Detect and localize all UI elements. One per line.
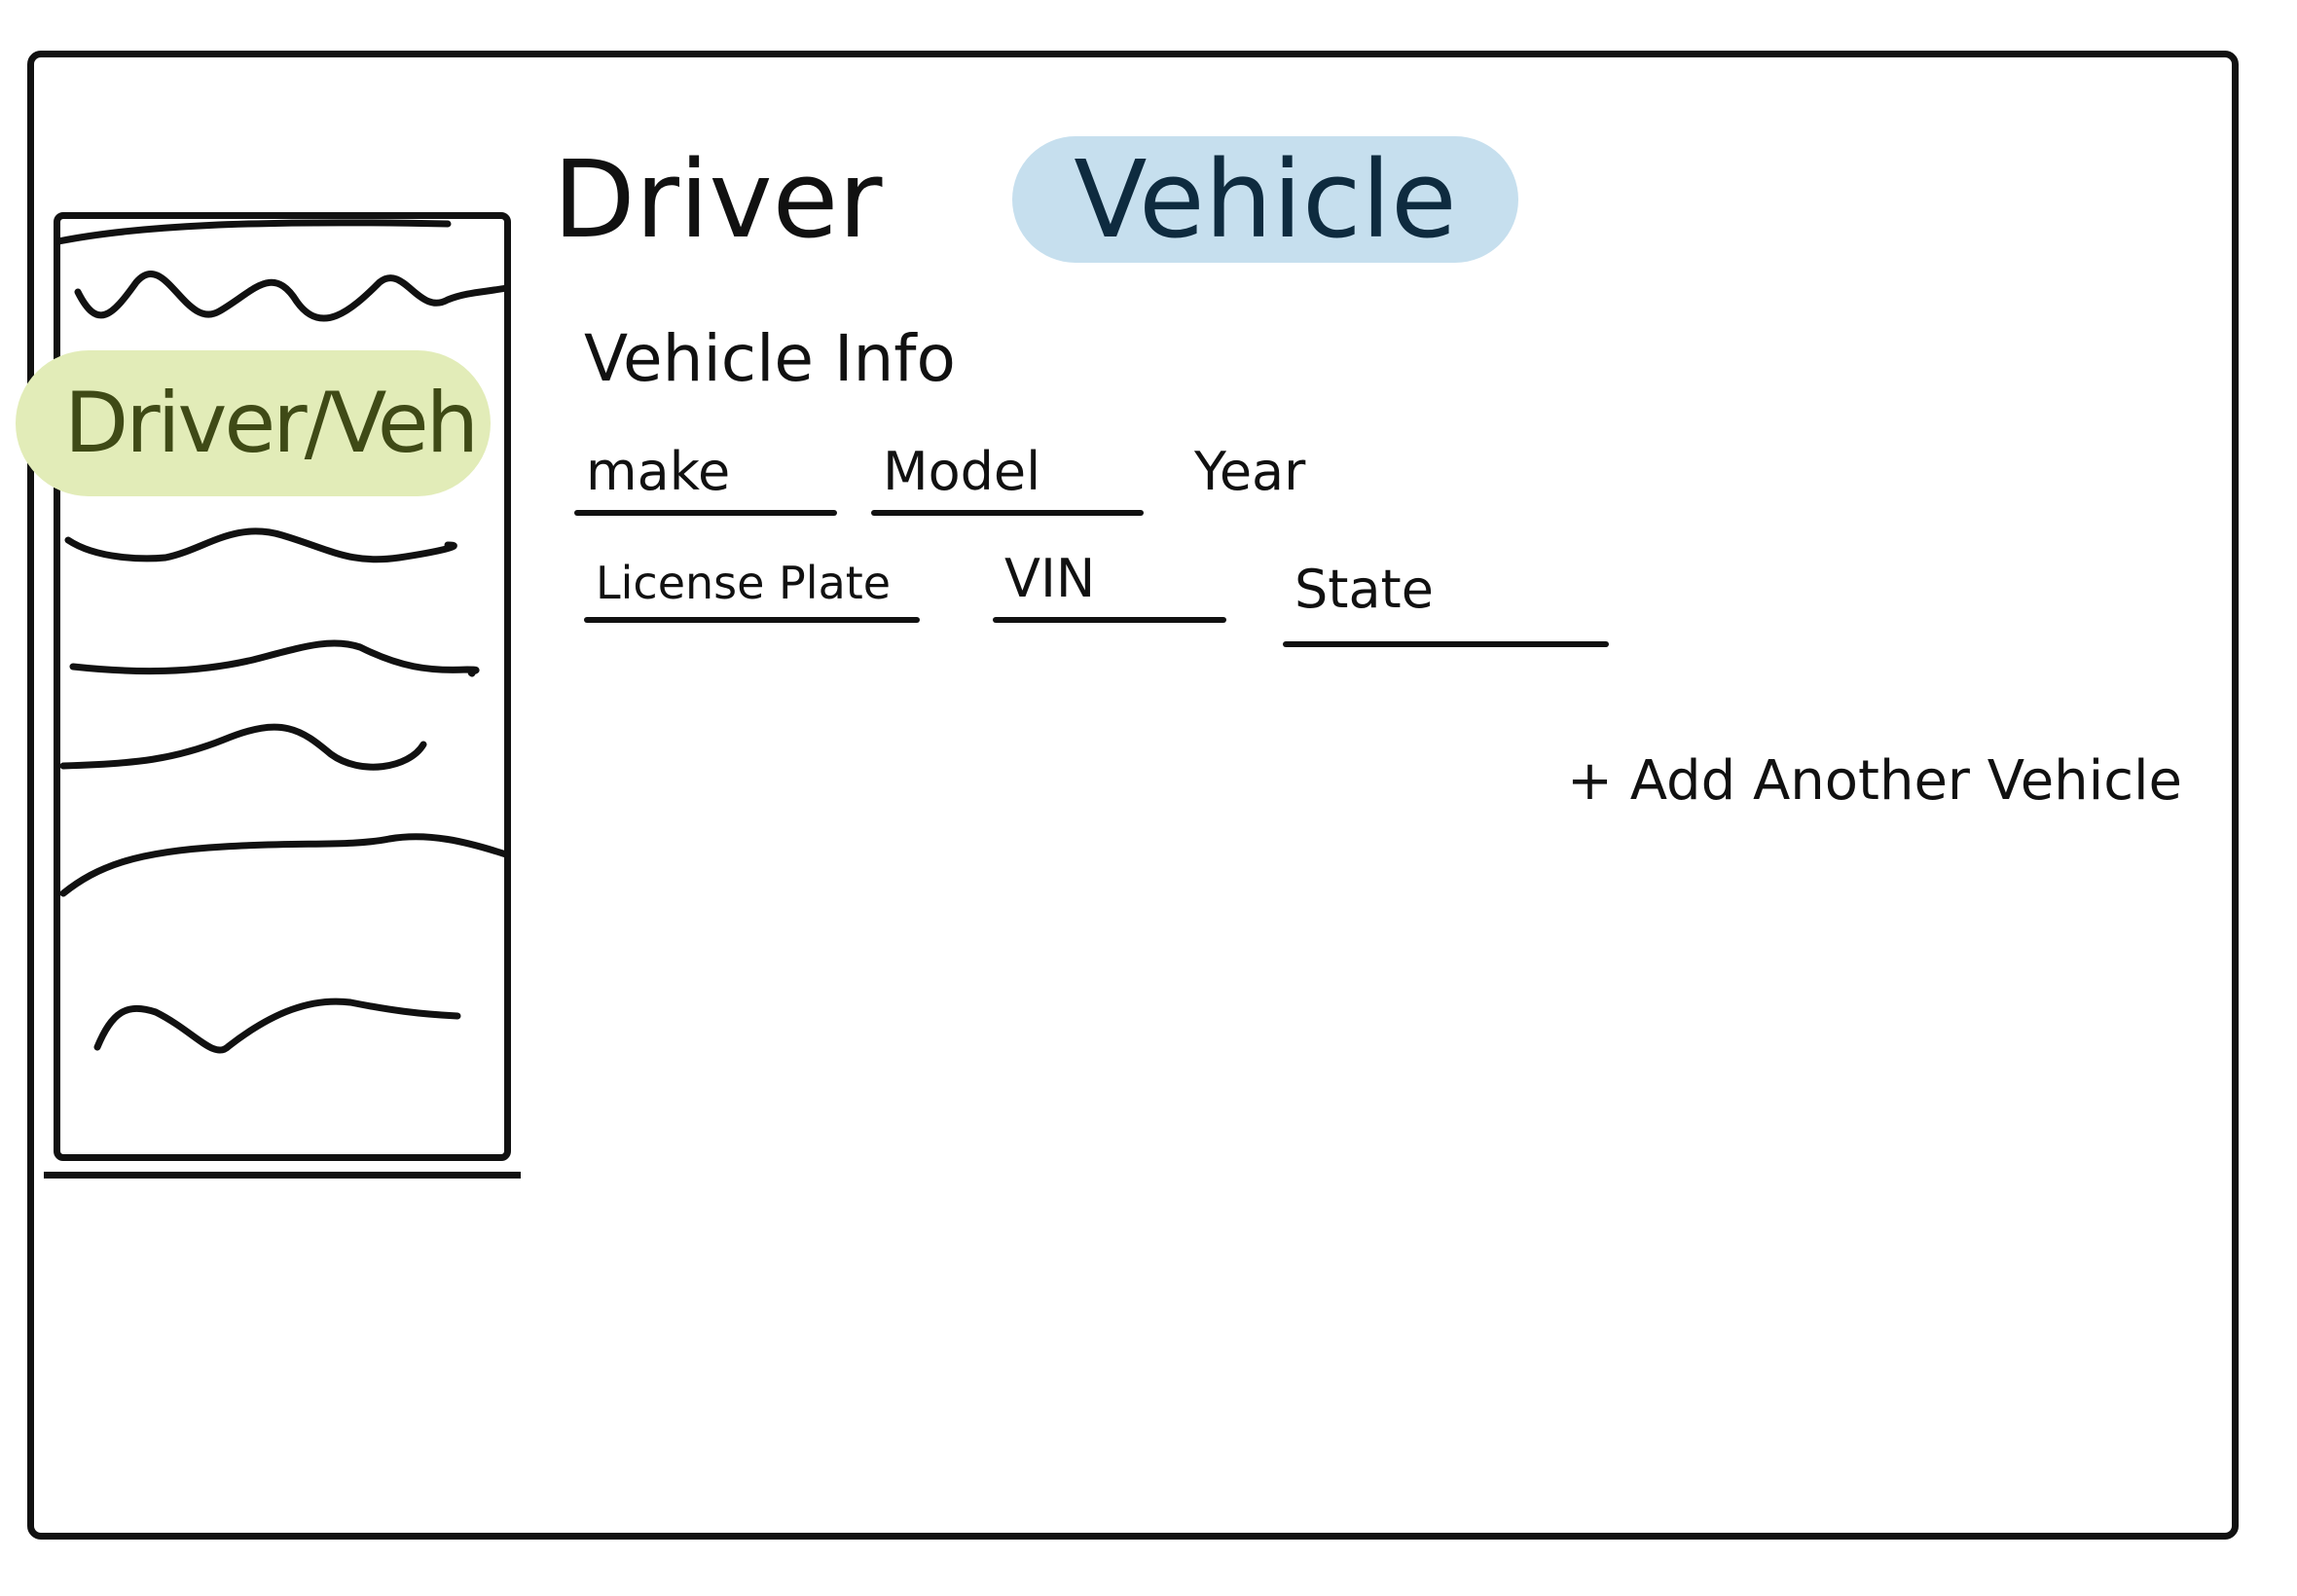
license-plate-input[interactable]	[584, 617, 920, 623]
app-window	[27, 51, 2239, 1540]
make-label: make	[586, 441, 731, 502]
model-input[interactable]	[871, 510, 1144, 516]
tab-vehicle[interactable]: Vehicle	[1012, 136, 1518, 263]
sidebar-item-placeholder-2[interactable]	[58, 521, 467, 589]
add-another-vehicle-link[interactable]: + Add Another Vehicle	[1567, 749, 2182, 813]
squiggle-placeholder	[59, 833, 510, 897]
sidebar-divider	[44, 1172, 521, 1179]
sidebar-item-placeholder-3[interactable]	[58, 633, 480, 701]
state-label: State	[1294, 559, 1434, 620]
vin-label: VIN	[1004, 548, 1096, 609]
sidebar-item-label: Driver/Veh	[64, 375, 479, 472]
sidebar-item-placeholder-1[interactable]	[55, 219, 510, 322]
squiggle-placeholder	[64, 527, 457, 563]
tab-driver[interactable]: Driver	[553, 127, 923, 272]
vin-input[interactable]	[993, 617, 1226, 623]
section-title: Vehicle Info	[584, 321, 956, 396]
squiggle-placeholder	[69, 639, 480, 677]
year-label: Year	[1194, 441, 1306, 502]
sidebar-item-placeholder-6[interactable]	[58, 983, 467, 1054]
sidebar-item-driver-vehicle[interactable]: Driver/Veh	[16, 350, 491, 496]
model-label: Model	[883, 441, 1041, 502]
tab-label: Driver	[553, 137, 883, 262]
squiggle-placeholder	[93, 998, 461, 1054]
tab-label: Vehicle	[1074, 137, 1457, 262]
license-plate-label: License Plate	[596, 557, 892, 609]
sidebar-item-placeholder-4[interactable]	[58, 715, 467, 783]
vin-field[interactable]: VIN	[993, 535, 1226, 623]
squiggle-placeholder	[59, 723, 427, 771]
model-field[interactable]: Model	[871, 428, 1144, 516]
sidebar	[54, 212, 511, 1161]
license-plate-field[interactable]: License Plate	[584, 535, 920, 623]
make-field[interactable]: make	[574, 428, 837, 516]
state-input[interactable]	[1283, 641, 1609, 647]
squiggle-placeholder	[55, 219, 510, 322]
make-input[interactable]	[574, 510, 837, 516]
year-field[interactable]: Year	[1183, 428, 1348, 516]
sidebar-item-placeholder-5[interactable]	[58, 827, 510, 897]
state-field[interactable]: State	[1283, 559, 1609, 647]
